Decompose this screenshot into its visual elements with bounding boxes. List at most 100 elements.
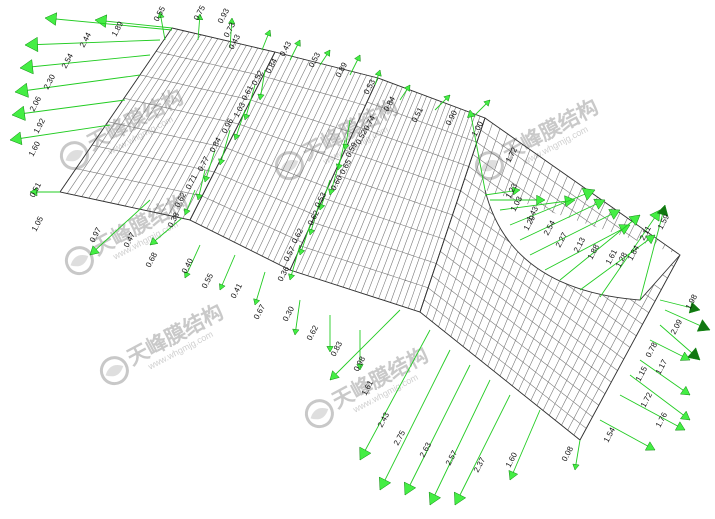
reaction-arrow bbox=[183, 189, 196, 216]
reaction-arrow bbox=[9, 124, 111, 146]
force-value-label: 0.30 bbox=[281, 304, 297, 322]
arrow-head-icon bbox=[483, 99, 491, 107]
arrow-head-icon bbox=[94, 14, 108, 28]
reaction-arrow bbox=[629, 374, 691, 421]
force-value-label: 0.83 bbox=[329, 339, 345, 357]
arrow-head-icon bbox=[318, 203, 326, 211]
reaction-arrow bbox=[227, 17, 236, 49]
force-value-label: 2.09 bbox=[669, 317, 685, 335]
force-value-label: 2.75 bbox=[392, 428, 408, 446]
arrow-head-icon bbox=[24, 36, 39, 53]
force-value-label: 0.55 bbox=[152, 4, 168, 22]
force-value-label: 0.96 bbox=[220, 116, 236, 134]
reaction-arrow bbox=[289, 39, 301, 61]
force-value-label: 1.76 bbox=[654, 410, 670, 428]
reaction-arrow bbox=[218, 129, 231, 166]
force-value-label: 2.43 bbox=[376, 410, 392, 428]
arrow-head-icon bbox=[356, 364, 364, 371]
arrow-head-icon bbox=[679, 351, 691, 361]
arrow-head-icon bbox=[581, 187, 596, 201]
reaction-arrow bbox=[195, 169, 206, 201]
force-value-label: 2.37 bbox=[472, 455, 488, 473]
arrow-head-icon bbox=[428, 491, 442, 506]
reaction-arrow bbox=[659, 299, 701, 314]
reaction-arrow bbox=[484, 186, 521, 196]
arrow-head-icon bbox=[298, 248, 306, 256]
reaction-arrow bbox=[342, 119, 351, 151]
force-value-label: 0.98 bbox=[352, 354, 368, 372]
reaction-arrow bbox=[219, 254, 236, 291]
reaction-arrow bbox=[349, 54, 361, 76]
arrow-head-icon bbox=[227, 17, 236, 25]
arrow-head-icon bbox=[14, 82, 29, 98]
force-value-label: 1.72 bbox=[639, 390, 655, 408]
force-value-label: 0.51 bbox=[410, 105, 426, 123]
force-value-label: 0.55 bbox=[200, 271, 216, 289]
arrow-head-icon bbox=[257, 93, 265, 101]
arrow-head-icon bbox=[572, 463, 580, 471]
force-value-label: 0.71 bbox=[184, 172, 200, 190]
arrow-head-icon bbox=[195, 13, 204, 21]
arrow-head-icon bbox=[679, 410, 691, 421]
reaction-arrow bbox=[195, 13, 204, 41]
reaction-arrow bbox=[639, 204, 669, 301]
membrane-mesh bbox=[59, 27, 681, 441]
reaction-arrow bbox=[664, 309, 711, 332]
reaction-arrow bbox=[149, 217, 183, 246]
force-value-label: 1.05 bbox=[30, 214, 46, 232]
arrow-head-icon bbox=[243, 113, 251, 121]
force-value-label: 2.06 bbox=[28, 94, 44, 112]
arrow-head-icon bbox=[656, 204, 669, 217]
reaction-arrow bbox=[619, 394, 686, 431]
arrow-head-icon bbox=[404, 481, 417, 496]
arrow-head-icon bbox=[29, 187, 38, 197]
arrow-head-icon bbox=[644, 441, 656, 451]
force-value-label: 1.92 bbox=[32, 116, 48, 134]
arrow-head-icon bbox=[454, 491, 467, 506]
force-value-label: 1.60 bbox=[27, 139, 43, 157]
arrow-head-icon bbox=[294, 39, 301, 47]
globe-icon bbox=[304, 399, 334, 429]
force-value-label: 0.51 bbox=[28, 180, 44, 198]
reaction-arrow bbox=[399, 84, 411, 101]
arrow-head-icon bbox=[508, 469, 519, 481]
arrow-head-icon bbox=[403, 84, 411, 92]
force-value-label: 0.40 bbox=[180, 256, 196, 274]
arrow-head-icon bbox=[218, 158, 226, 166]
reaction-arrow bbox=[184, 244, 201, 279]
arrow-head-icon bbox=[11, 105, 26, 121]
arrow-head-icon bbox=[323, 49, 331, 57]
arrow-head-icon bbox=[288, 273, 296, 281]
reaction-arrow bbox=[253, 271, 266, 306]
force-value-label: 2.44 bbox=[78, 30, 94, 48]
arrow-head-icon bbox=[253, 298, 261, 306]
force-value-label: 0.08 bbox=[560, 444, 576, 462]
globe-icon bbox=[99, 356, 129, 386]
reaction-arrow bbox=[203, 149, 216, 183]
reaction-arrow bbox=[257, 69, 266, 101]
reaction-arrow bbox=[599, 419, 656, 451]
arrow-head-icon bbox=[618, 224, 631, 235]
globe-icon bbox=[59, 141, 89, 171]
force-value-label: 1.60 bbox=[504, 450, 520, 468]
force-value-label: 0.57 bbox=[282, 244, 298, 262]
mesh-arc-edge bbox=[484, 189, 681, 301]
arrow-head-icon bbox=[359, 446, 372, 461]
force-value-label: 0.75 bbox=[192, 3, 208, 21]
reaction-arrow bbox=[19, 54, 151, 75]
arrow-head-icon bbox=[219, 283, 226, 291]
globe-icon bbox=[474, 151, 504, 181]
reaction-arrow bbox=[374, 69, 382, 86]
reaction-arrow bbox=[233, 109, 246, 141]
force-value-label: 0.68 bbox=[144, 250, 160, 268]
reaction-arrow bbox=[308, 199, 321, 236]
arrow-head-icon bbox=[9, 131, 23, 146]
force-value-label: 1.15 bbox=[634, 364, 650, 382]
reaction-arrow bbox=[519, 198, 606, 241]
reaction-arrow bbox=[379, 349, 451, 491]
arrow-head-icon bbox=[644, 234, 656, 245]
force-value-label: 1.89 bbox=[110, 19, 126, 37]
force-value-label: 2.57 bbox=[444, 448, 460, 466]
reaction-arrow bbox=[544, 224, 631, 271]
